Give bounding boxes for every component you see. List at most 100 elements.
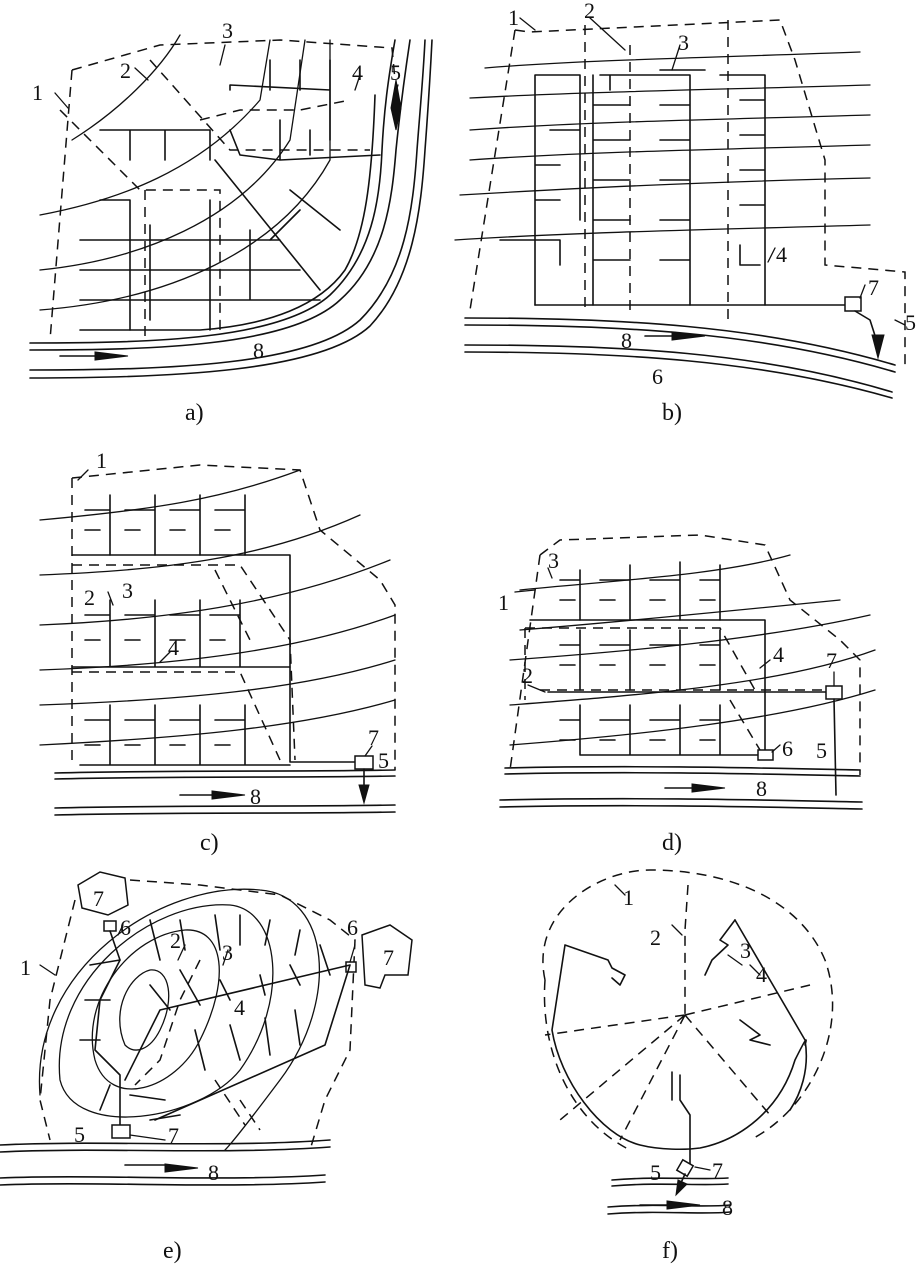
caption-e: e) — [163, 1238, 182, 1264]
river-bank-1 — [504, 765, 861, 771]
drainage-areas — [134, 959, 261, 1131]
label-b-7: 7 — [868, 275, 879, 300]
label-b-5: 5 — [905, 310, 916, 335]
pump-station-box — [111, 1124, 131, 1139]
pump-station-box-small — [757, 749, 774, 761]
label-d-2: 2 — [522, 663, 533, 688]
label-a-4: 4 — [352, 60, 363, 85]
label-f-5: 5 — [650, 1160, 661, 1185]
label-f-1: 1 — [623, 885, 634, 910]
outfall-arrow — [358, 784, 370, 805]
river-flow-arrow — [671, 331, 706, 341]
caption-b: b) — [662, 400, 682, 426]
label-b-6: 6 — [652, 364, 663, 389]
interceptor-sewer — [79, 94, 376, 331]
river-bank-2 — [54, 775, 396, 780]
label-e-6-left: 6 — [120, 915, 131, 940]
river-bank-bottom — [29, 39, 433, 379]
panel-c: 1 2 3 4 7 5 8 c) — [39, 448, 396, 856]
label-f-3: 3 — [740, 938, 751, 963]
label-e-3: 3 — [222, 940, 233, 965]
label-d-8: 8 — [756, 776, 767, 801]
river-bank-4 — [607, 1211, 731, 1215]
label-b-2: 2 — [584, 0, 595, 23]
caption-f: f) — [662, 1238, 678, 1264]
pump-station-small-right — [345, 961, 357, 973]
drainage-areas — [72, 564, 296, 761]
label-f-8: 8 — [722, 1195, 733, 1220]
river-bank-3 — [499, 797, 863, 803]
panel-d: 3 1 4 7 2 6 5 8 d) — [498, 534, 876, 856]
label-e-2: 2 — [170, 928, 181, 953]
label-c-7: 7 — [368, 725, 379, 750]
label-a-5: 5 — [390, 60, 401, 85]
interceptor-sewer — [71, 554, 356, 763]
outfall-pipe — [833, 698, 837, 796]
branch-sewers — [79, 59, 381, 331]
branch-sewers — [499, 69, 766, 306]
river-bank-1 — [611, 1177, 729, 1181]
panel-b: 1 2 3 4 7 5 8 6 b) — [454, 0, 916, 426]
river-bank-top — [464, 317, 896, 366]
panel-f: 1 2 3 4 5 7 8 f) — [542, 869, 834, 1264]
river-bank-4 — [0, 1181, 326, 1186]
branch-sewers — [559, 561, 766, 756]
district-boundary — [542, 869, 834, 1151]
label-e-7-left: 7 — [93, 886, 104, 911]
label-c-3: 3 — [122, 578, 133, 603]
label-b-1: 1 — [508, 5, 519, 30]
drainage-areas — [544, 884, 811, 1141]
main-sewer — [124, 964, 351, 1121]
label-e-6-right: 6 — [347, 915, 358, 940]
pump-station-box — [844, 296, 862, 312]
label-d-3: 3 — [548, 548, 559, 573]
contour-lines — [39, 34, 331, 311]
district-boundary — [469, 19, 906, 365]
river-bank-4 — [54, 811, 396, 816]
caption-a: a) — [185, 400, 204, 426]
label-d-4: 4 — [773, 642, 784, 667]
label-e-7-right: 7 — [383, 945, 394, 970]
river-bank-2 — [611, 1183, 729, 1187]
label-c-8: 8 — [250, 784, 261, 809]
river-bank-4 — [464, 351, 893, 399]
circumferential-sewer — [551, 919, 808, 1151]
river-bank-2 — [0, 1146, 331, 1153]
river-bank-3 — [0, 1174, 326, 1179]
river-flow-arrow — [691, 783, 726, 793]
label-a-1: 1 — [32, 80, 43, 105]
label-a-3: 3 — [222, 18, 233, 43]
label-d-5: 5 — [816, 738, 827, 763]
pump-station-small-left — [103, 920, 117, 932]
label-c-2: 2 — [84, 585, 95, 610]
label-d-1: 1 — [498, 590, 509, 615]
river-bank-top — [29, 39, 396, 344]
label-e-8: 8 — [208, 1160, 219, 1185]
river-bank-3 — [54, 804, 396, 809]
panel-a: 1 2 3 4 5 8 a) — [29, 18, 433, 426]
branch-sewers — [671, 919, 771, 1166]
river-bank-1 — [54, 769, 396, 774]
label-c-4: 4 — [168, 635, 179, 660]
river-bank-4 — [499, 804, 863, 810]
label-e-4: 4 — [234, 995, 245, 1020]
label-f-7: 7 — [712, 1158, 723, 1183]
drainage-areas — [59, 59, 370, 340]
river-bank-mid2 — [29, 39, 426, 371]
district-boundary — [49, 39, 396, 341]
pump-station-box — [354, 755, 374, 770]
label-e-1: 1 — [20, 955, 31, 980]
outfall-arrow — [871, 334, 885, 360]
district-boundary — [71, 464, 396, 770]
label-e-5: 5 — [74, 1122, 85, 1147]
label-b-3: 3 — [678, 30, 689, 55]
label-b-4: 4 — [776, 242, 787, 267]
interceptor-sewer — [529, 619, 829, 756]
outfall-arrow — [675, 1179, 688, 1197]
label-c-5: 5 — [378, 748, 389, 773]
pump-station-building-right — [361, 924, 413, 989]
label-d-6: 6 — [782, 736, 793, 761]
district-boundary — [39, 879, 356, 1151]
river-bank-3 — [464, 344, 893, 393]
